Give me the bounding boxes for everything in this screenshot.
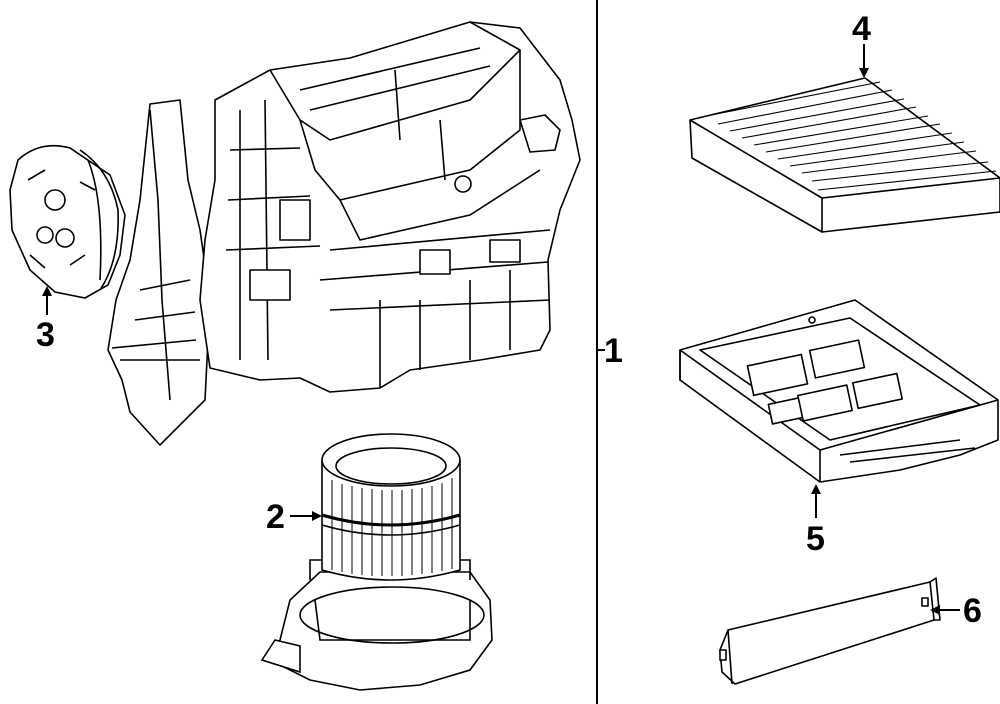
arrow-head-6 [930,605,940,615]
filter-pleats [705,81,997,191]
filter-tray [679,299,999,483]
fan-blades [331,478,453,576]
motor-plate [9,144,126,299]
air-filter [689,77,1000,233]
callout-6: 6 [963,592,982,630]
callout-3: 3 [36,316,55,354]
callout-4: 4 [852,10,871,48]
arrow-head-2 [312,511,322,521]
callout-2: 2 [266,498,285,536]
callout-5: 5 [806,520,825,558]
callout-1: 1 [604,332,623,370]
blower-motor [260,433,493,691]
arrow-head-5 [811,484,821,494]
filter-door [719,577,941,685]
hvac-housing [107,21,581,446]
arrow-head-4 [859,68,869,78]
arrow-head-3 [42,286,52,296]
